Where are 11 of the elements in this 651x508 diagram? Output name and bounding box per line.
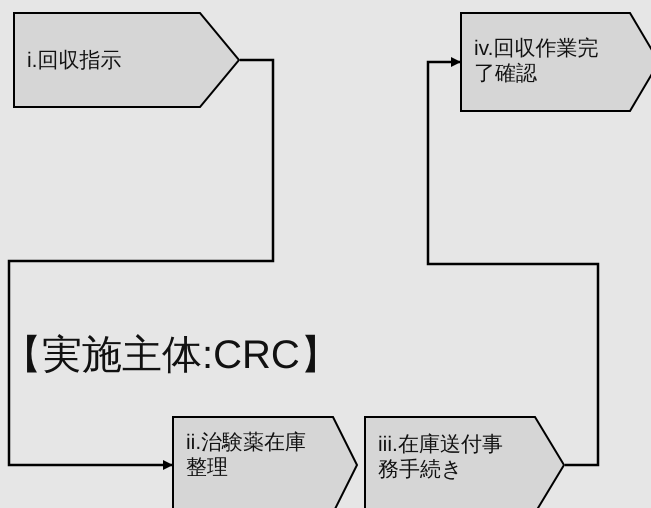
step-label: ii.治験薬在庫整理: [186, 430, 308, 480]
step-label: iv.回収作業完了確認: [474, 36, 600, 86]
arrow: [426, 57, 600, 466]
step-arrow-shape: [364, 416, 565, 508]
step-arrow-shape: [172, 416, 358, 508]
step-arrow-shape: [460, 12, 651, 112]
step-arrow-shape: [13, 12, 240, 108]
arrow: [8, 58, 274, 470]
actor-label: 【実施主体:CRC】: [2, 332, 340, 379]
step-label: iii.在庫送付事務手続き: [378, 432, 504, 482]
step-label: i.回収指示: [27, 48, 122, 73]
